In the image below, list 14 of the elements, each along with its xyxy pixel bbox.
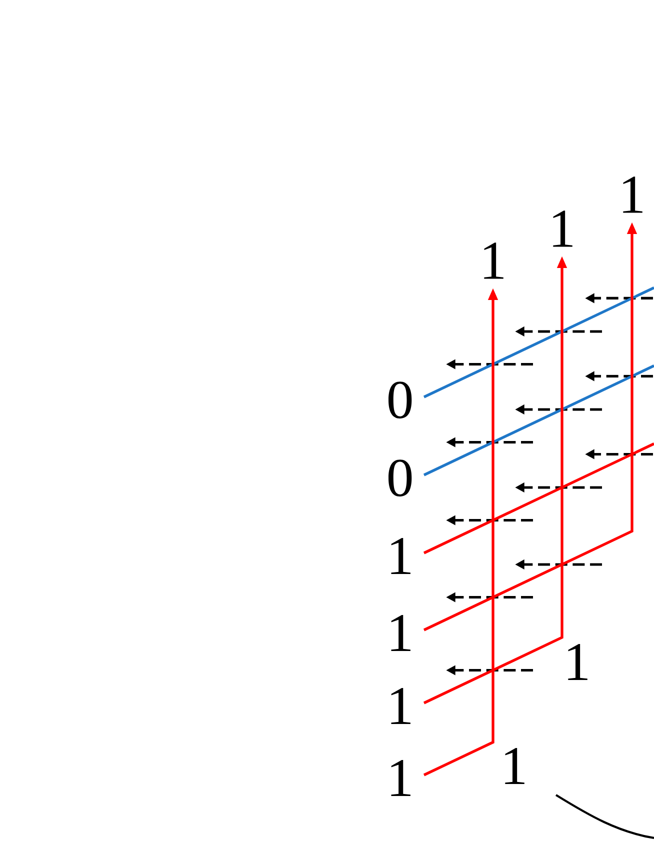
value-label: 1 <box>505 748 524 784</box>
line <box>423 442 654 554</box>
value-label: 0 <box>388 460 412 496</box>
value-label: 0 <box>388 382 412 418</box>
value-label: 1 <box>391 538 410 574</box>
value-label: 1 <box>553 210 572 247</box>
value-label: 1 <box>623 176 642 213</box>
line <box>423 364 654 476</box>
value-label: 1 <box>391 760 410 796</box>
value-label: 1 <box>391 614 410 652</box>
value-label: 1 <box>484 242 504 279</box>
line <box>423 286 654 398</box>
value-label: 1 <box>391 688 410 724</box>
value-label: 1 <box>568 644 588 680</box>
